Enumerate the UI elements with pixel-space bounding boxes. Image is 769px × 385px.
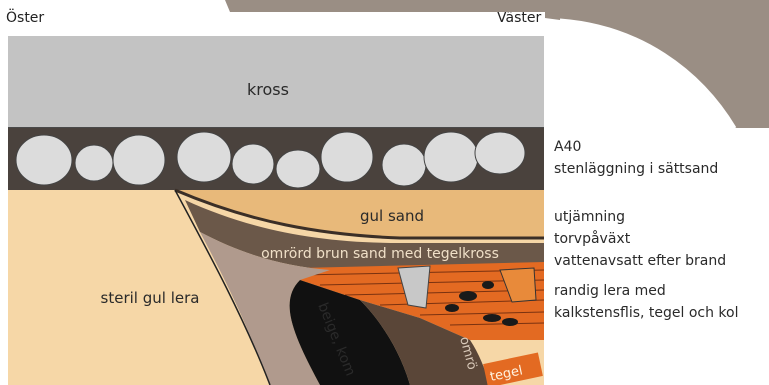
utjamning-notes: utjämning torvpåväxt vattenavsatt efter … (554, 206, 726, 272)
torvpavaxt-note: torvpåväxt (554, 228, 726, 250)
stone (16, 135, 72, 185)
omrord-brun-sand-label: omrörd brun sand med tegelkross (261, 246, 499, 262)
stone (424, 132, 478, 182)
charcoal-piece (459, 291, 477, 301)
charcoal-piece (482, 281, 494, 289)
utjamning-note: utjämning (554, 206, 726, 228)
charcoal-piece (483, 314, 501, 322)
randig-lera-line-1: randig lera med (554, 280, 739, 302)
stone (75, 145, 113, 181)
randig-lera-line-2: kalkstensflis, tegel och kol (554, 302, 739, 324)
a40-note: A40 stenläggning i sättsand (554, 136, 718, 180)
kross-label: kross (247, 80, 289, 99)
steril-gul-lera-label: steril gul lera (101, 289, 200, 307)
a40-description: stenläggning i sättsand (554, 158, 718, 180)
stone (177, 132, 231, 182)
gul-sand-label: gul sand (360, 207, 424, 225)
stone (382, 144, 426, 186)
stone (113, 135, 165, 185)
stone (276, 150, 320, 188)
randig-lera-note: randig lera med kalkstensflis, tegel och… (554, 280, 739, 324)
vattenavsatt-note: vattenavsatt efter brand (554, 250, 726, 272)
a40-id: A40 (554, 136, 718, 158)
charcoal-piece (445, 304, 459, 312)
stone (232, 144, 274, 184)
charcoal-piece (502, 318, 518, 326)
stone (475, 132, 525, 174)
stone (321, 132, 373, 182)
